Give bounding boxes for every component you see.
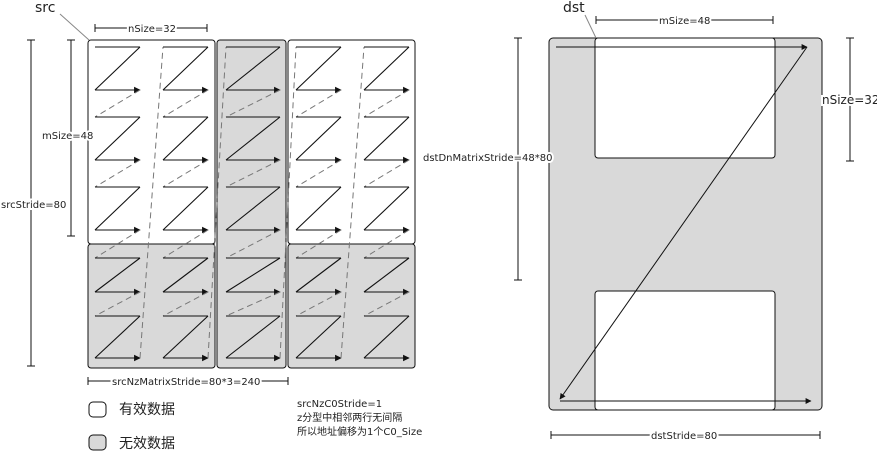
note-line-1: srcNzC0Stride=1 [297, 399, 382, 410]
z-diagonal-stroke [363, 46, 410, 91]
z-row-connector [94, 159, 141, 188]
src-nsize-dimension [94, 24, 208, 32]
z-diagonal-stroke [363, 257, 410, 293]
z-row-connector [295, 229, 342, 259]
dst-block-valid-top [594, 37, 776, 159]
dst-msize-label: mSize=48 [659, 16, 710, 27]
z-row-connector [162, 159, 209, 188]
src-nz-stride-label: srcNzMatrixStride=80*3=240 [112, 377, 260, 388]
z-row-connector [94, 291, 141, 317]
z-row-connector [94, 229, 141, 259]
z-diagonal-stroke [162, 315, 209, 359]
z-row-connector [295, 291, 342, 317]
z-diagonal-stroke [94, 315, 141, 359]
z-diagonal-stroke [295, 116, 342, 161]
z-diagonal-stroke [94, 116, 141, 161]
src-msize-label: mSize=48 [42, 131, 93, 142]
legend-valid-swatch [88, 401, 107, 418]
dst-dn-stride-label: dstDnMatrixStride=48*80 [423, 153, 553, 164]
z-diagonal-stroke [363, 116, 410, 161]
dst-stride-label: dstStride=80 [651, 431, 717, 442]
z-row-connector [225, 89, 281, 118]
z-diagonal-stroke [162, 257, 209, 293]
z-column-connector [279, 46, 297, 359]
src-stride-dimension [27, 39, 35, 367]
z-diagonal-stroke [295, 315, 342, 359]
src-block-3-invalid [287, 243, 416, 369]
z-row-connector [363, 159, 410, 188]
z-diagonal-stroke [363, 315, 410, 359]
z-row-connector [363, 229, 410, 259]
legend-invalid-label: 无效数据 [119, 436, 175, 452]
src-matrix [87, 39, 416, 369]
z-diagonal-stroke [162, 186, 209, 231]
dst-dn-stride-dimension [514, 37, 522, 281]
z-row-connector [225, 229, 281, 259]
z-row-connector [162, 89, 209, 118]
src-block-1-invalid [87, 243, 216, 369]
z-row-connector [225, 159, 281, 188]
z-diagonal-stroke [94, 257, 141, 293]
dst-matrix [548, 37, 823, 411]
legend-valid-label: 有效数据 [119, 402, 175, 418]
z-row-connector [295, 159, 342, 188]
dst-nsize-dimension [846, 37, 854, 162]
z-row-connector [295, 89, 342, 118]
z-column-connector [340, 46, 365, 359]
z-diagonal-stroke [295, 46, 342, 91]
note-line-2: z分型中相邻两行无间隔 [297, 411, 402, 424]
dst-block-valid-bottom [594, 290, 776, 411]
dst-nsize-label: nSize=32 [822, 93, 877, 107]
z-diagonal-stroke [225, 315, 281, 359]
src-z-arrows [94, 46, 410, 362]
src-msize-dimension [67, 39, 75, 237]
z-diagonal-stroke [225, 46, 281, 91]
z-diagonal-stroke [162, 46, 209, 91]
src-block-1-valid [87, 39, 216, 245]
src-stride-label: srcStride=80 [1, 200, 66, 211]
z-row-connector [363, 89, 410, 118]
z-diagonal-stroke [94, 46, 141, 91]
src-nsize-label: nSize=32 [128, 24, 176, 35]
z-diagonal-stroke [94, 186, 141, 231]
z-diagonal-stroke [295, 257, 342, 293]
z-row-connector [94, 89, 141, 118]
dst-arrow-diagonal [559, 46, 808, 400]
z-diagonal-stroke [162, 116, 209, 161]
z-row-connector [162, 229, 209, 259]
z-column-connector [207, 46, 227, 359]
dst-msize-dimension [595, 16, 774, 24]
z-diagonal-stroke [225, 186, 281, 231]
z-row-connector [162, 291, 209, 317]
src-title: src [35, 0, 55, 16]
legend-invalid-swatch [88, 434, 107, 451]
dst-stride-dimension [550, 431, 821, 439]
dst-title: dst [563, 0, 585, 16]
z-diagonal-stroke [363, 186, 410, 231]
z-diagonal-stroke [225, 257, 281, 293]
z-column-connector [139, 46, 164, 359]
z-diagonal-stroke [225, 116, 281, 161]
dst-title-pointer [584, 14, 597, 39]
src-title-pointer [59, 13, 90, 41]
note-line-3: 所以地址偏移为1个C0_Size [297, 425, 422, 438]
src-nz-stride-dimension [87, 377, 289, 385]
z-row-connector [363, 291, 410, 317]
z-diagonal-stroke [295, 186, 342, 231]
